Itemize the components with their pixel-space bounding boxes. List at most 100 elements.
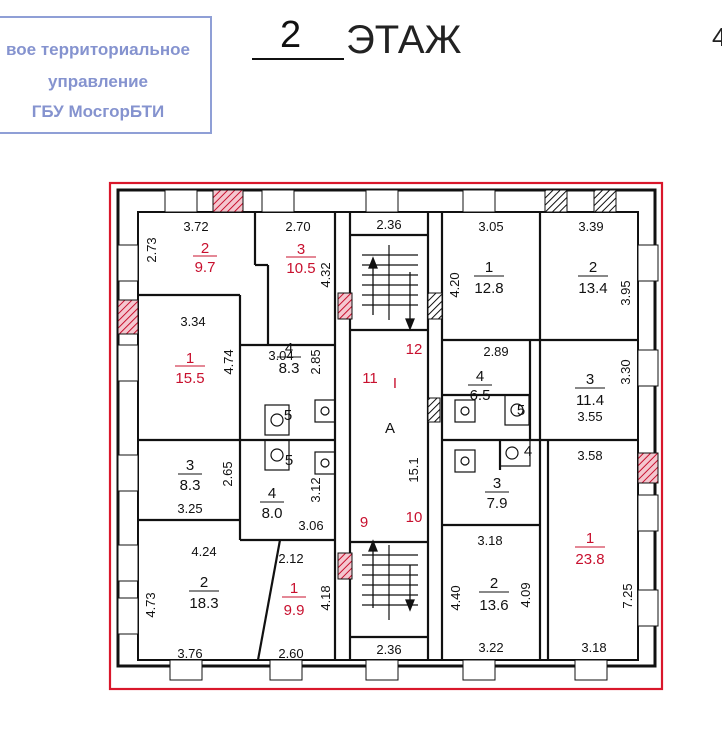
stamp-line-2: управление xyxy=(48,72,148,91)
dimension: 2.73 xyxy=(144,237,159,262)
rooms-left: 2 9.7 3 10.5 1 15.5 4 8.3 3 8.3 4 8.0 2 … xyxy=(175,240,316,619)
dimension: 3.12 xyxy=(308,477,323,502)
left-walls xyxy=(138,212,352,661)
dimension: 2.60 xyxy=(278,646,303,661)
dimension: 4.73 xyxy=(143,592,158,617)
dimension: 3.76 xyxy=(177,646,202,661)
red-label: 9 xyxy=(360,514,368,531)
room-area: 12.8 xyxy=(474,280,503,297)
dimension: 3.55 xyxy=(577,409,602,424)
room-area: 15.5 xyxy=(175,370,204,387)
dimension: 2.70 xyxy=(285,219,310,234)
floor-number-underline xyxy=(252,58,344,60)
room-num: 1 xyxy=(186,350,194,367)
dimension: 3.58 xyxy=(577,448,602,463)
dimension: 2.85 xyxy=(308,349,323,374)
dimension: 3.72 xyxy=(183,219,208,234)
dimension: 3.05 xyxy=(478,219,503,234)
dimension: 4.09 xyxy=(518,582,533,607)
room-num: 2 xyxy=(201,240,209,257)
rooms-right: 1 12.8 2 13.4 4 6.5 3 11.4 3 7.9 2 13.6 … xyxy=(468,259,608,614)
dimension: 3.22 xyxy=(478,640,503,655)
windows-top xyxy=(164,189,617,213)
dimension: 4.18 xyxy=(318,585,333,610)
room-num: 1 xyxy=(586,530,594,547)
stair-width-bottom: 2.36 xyxy=(376,642,401,657)
dimension: 4.40 xyxy=(448,585,463,610)
room-num: 1 xyxy=(485,259,493,276)
corner-mark: 4 xyxy=(712,22,722,52)
stair-walls xyxy=(350,212,444,660)
small-room-num: 4 xyxy=(524,443,532,460)
dimension: 4.32 xyxy=(318,262,333,287)
hatched-column-3 xyxy=(337,552,353,580)
room-area: 13.4 xyxy=(578,280,607,297)
dimension: 3.18 xyxy=(477,533,502,548)
stair-treads-top xyxy=(362,245,418,320)
hatched-window-top xyxy=(212,189,244,213)
dimension: 3.04 xyxy=(268,348,293,363)
room-num: 2 xyxy=(589,259,597,276)
red-label: 12 xyxy=(406,341,423,358)
stamp-line-3: ГБУ МосгорБТИ xyxy=(31,102,165,121)
small-room-num: 5 xyxy=(517,402,525,419)
room-area: 9.9 xyxy=(284,602,305,619)
room-num: 1 xyxy=(290,580,298,597)
dimension: 3.95 xyxy=(618,280,633,305)
dimension: 2.89 xyxy=(483,344,508,359)
dimension: 3.25 xyxy=(177,501,202,516)
red-label: 11 xyxy=(362,370,378,387)
hatched-column-2 xyxy=(427,292,443,320)
room-area: 23.8 xyxy=(575,551,604,568)
dimension: 7.25 xyxy=(620,583,635,608)
stair-roman: I xyxy=(393,375,397,392)
dimension: 3.39 xyxy=(578,219,603,234)
stair-length: 15.1 xyxy=(406,457,421,482)
stair-width-top: 2.36 xyxy=(376,217,401,232)
dimension: 4.20 xyxy=(447,272,462,297)
dimension: 2.65 xyxy=(220,461,235,486)
room-area: 8.3 xyxy=(279,360,300,377)
room-area: 13.6 xyxy=(479,597,508,614)
dimension: 2.12 xyxy=(278,551,303,566)
room-area: 11.4 xyxy=(576,392,604,409)
right-walls xyxy=(442,212,638,660)
dimension: 4.24 xyxy=(191,544,216,559)
room-num: 2 xyxy=(490,575,498,592)
room-num: 3 xyxy=(186,457,194,474)
windows-left xyxy=(117,244,139,635)
room-area: 18.3 xyxy=(189,595,218,612)
hatched-column-4 xyxy=(427,397,441,423)
hatched-window-left xyxy=(117,299,139,335)
room-area: 8.0 xyxy=(262,505,283,522)
room-num: 4 xyxy=(476,368,484,385)
toilet-fixtures xyxy=(264,394,531,475)
windows-bottom xyxy=(169,659,608,681)
room-area: 7.9 xyxy=(487,495,508,512)
stair-letter: A xyxy=(385,420,395,437)
room-area: 9.7 xyxy=(195,259,216,276)
room-num: 4 xyxy=(268,485,276,502)
dimension: 3.18 xyxy=(581,640,606,655)
red-outline xyxy=(108,181,664,691)
floor-number: 2 xyxy=(280,14,302,56)
dimension: 3.06 xyxy=(298,518,323,533)
room-num: 3 xyxy=(493,475,501,492)
red-label: 10 xyxy=(406,509,423,526)
bti-stamp: вое территориальное управление ГБУ Мосго… xyxy=(0,16,212,134)
hatched-column-1 xyxy=(337,292,353,320)
room-num: 2 xyxy=(200,574,208,591)
stamp-line-1: вое территориальное xyxy=(6,40,190,59)
room-area: 8.3 xyxy=(180,477,201,494)
room-num: 3 xyxy=(297,241,305,258)
room-area: 6.5 xyxy=(470,387,491,404)
dimension: 3.34 xyxy=(180,314,205,329)
room-area: 10.5 xyxy=(286,260,315,277)
room-num: 3 xyxy=(586,371,594,388)
stair-treads-bottom xyxy=(362,545,418,620)
small-room-num: 5 xyxy=(284,407,292,424)
dimension: 3.30 xyxy=(618,359,633,384)
dimensions: 3.72 2.73 2.70 4.32 3.34 4.74 3.04 2.85 … xyxy=(143,219,635,661)
small-room-num: 5 xyxy=(285,452,293,469)
